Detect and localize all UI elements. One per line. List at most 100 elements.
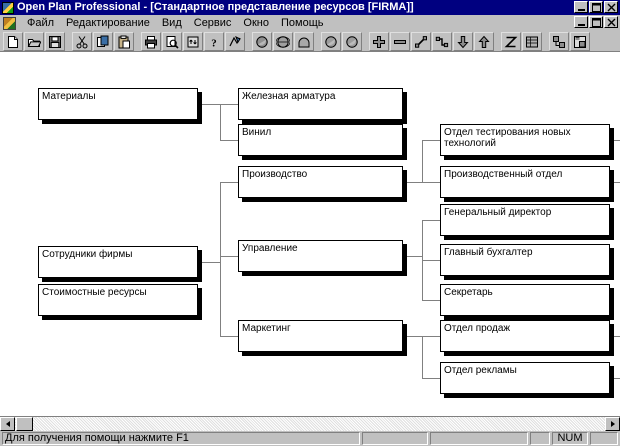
zigzag-icon[interactable]	[501, 32, 521, 51]
diagram-node-label: Отдел рекламы	[444, 365, 517, 376]
fullscreen-icon[interactable]	[570, 32, 590, 51]
diagram-node-label: Сотрудники фирмы	[42, 249, 133, 260]
connector-line	[220, 182, 238, 183]
diagram-node-materials[interactable]: Материалы	[38, 88, 198, 120]
toolbar: ?	[0, 31, 620, 52]
help-icon[interactable]: ?	[204, 32, 224, 51]
connector-line	[422, 140, 423, 182]
diagram-node-vinyl[interactable]: Винил	[238, 124, 403, 156]
diagram-node-costres[interactable]: Стоимостные ресурсы	[38, 284, 198, 316]
close-button[interactable]	[604, 1, 618, 13]
resource-dome-icon[interactable]	[294, 32, 314, 51]
status-panel-2	[362, 432, 428, 445]
connector-line	[610, 336, 620, 337]
diagram-node-accountant[interactable]: Главный бухгалтер	[440, 244, 610, 276]
status-num-indicator: NUM	[552, 432, 588, 445]
status-panel-4	[530, 432, 550, 445]
diagram-node-label: Отдел продаж	[444, 323, 511, 334]
menu-view[interactable]: Вид	[161, 17, 182, 29]
menu-window[interactable]: Окно	[243, 17, 269, 29]
resource-ball1-icon[interactable]	[321, 32, 341, 51]
connector-line	[220, 104, 221, 140]
menu-file[interactable]: Файл	[27, 17, 55, 29]
diagram-node-label: Железная арматура	[242, 91, 336, 102]
connector-line	[220, 140, 238, 141]
diagram-node-label: Главный бухгалтер	[444, 247, 533, 258]
paste-icon[interactable]	[114, 32, 134, 51]
cut-icon[interactable]	[72, 32, 92, 51]
connector-line	[403, 256, 422, 257]
link-icon[interactable]	[411, 32, 431, 51]
remove-icon[interactable]	[390, 32, 410, 51]
layout-icon[interactable]	[549, 32, 569, 51]
sort-icon[interactable]	[183, 32, 203, 51]
diagram-node-staff[interactable]: Сотрудники фирмы	[38, 246, 198, 278]
minimize-button[interactable]	[574, 1, 588, 13]
print-preview-icon[interactable]	[162, 32, 182, 51]
title-bar: Open Plan Professional - [Стандартное пр…	[0, 0, 620, 15]
diagram-node-ceo[interactable]: Генеральный директор	[440, 204, 610, 236]
diagram-node-testdept[interactable]: Отдел тестирования новых технологий	[440, 124, 610, 156]
diagram-node-sales[interactable]: Отдел продаж	[440, 320, 610, 352]
copy-icon[interactable]	[93, 32, 113, 51]
connector-line	[422, 300, 440, 301]
connector-line	[403, 336, 422, 337]
table-icon[interactable]	[522, 32, 542, 51]
diagram-node-label: Управление	[242, 243, 298, 254]
diagram-node-advertising[interactable]: Отдел рекламы	[440, 362, 610, 394]
diagram-node-label: Производственный отдел	[444, 169, 563, 180]
diagram-node-label: Производство	[242, 169, 308, 180]
connector-line	[220, 104, 238, 105]
diagram-node-proddept[interactable]: Производственный отдел	[440, 166, 610, 198]
mdi-restore-button[interactable]	[589, 16, 603, 28]
scroll-left-arrow[interactable]	[0, 417, 15, 431]
resource-circle-icon[interactable]	[252, 32, 272, 51]
resource-ball2-icon[interactable]	[342, 32, 362, 51]
status-hint: Для получения помощи нажмите F1	[2, 432, 360, 445]
diagram-node-management[interactable]: Управление	[238, 240, 403, 272]
open-plan-icon	[2, 1, 14, 14]
connector-line	[610, 378, 620, 379]
restore-button[interactable]	[589, 1, 603, 13]
print-icon[interactable]	[141, 32, 161, 51]
context-help-icon[interactable]	[225, 32, 245, 51]
diagram-node-marketing[interactable]: Маркетинг	[238, 320, 403, 352]
diagram-node-label: Отдел тестирования новых технологий	[444, 127, 571, 149]
resource-globe-icon[interactable]	[273, 32, 293, 51]
diagram-node-production[interactable]: Производство	[238, 166, 403, 198]
open-icon[interactable]	[24, 32, 44, 51]
scrollbar-track[interactable]	[15, 417, 605, 431]
mdi-minimize-button[interactable]	[574, 16, 588, 28]
diagram-node-secretary[interactable]: Секретарь	[440, 284, 610, 316]
status-panel-3	[430, 432, 528, 445]
connector-line	[422, 260, 440, 261]
add-icon[interactable]	[369, 32, 389, 51]
horizontal-scrollbar[interactable]	[0, 416, 620, 431]
status-bar: Для получения помощи нажмите F1 NUM	[0, 431, 620, 446]
connector-line	[422, 336, 423, 378]
promote-icon[interactable]	[474, 32, 494, 51]
scroll-thumb[interactable]	[16, 417, 33, 431]
diagram-node-label: Секретарь	[444, 287, 493, 298]
menu-help[interactable]: Помощь	[280, 17, 324, 29]
document-icon[interactable]	[3, 16, 16, 30]
unlink-icon[interactable]	[432, 32, 452, 51]
diagram-node-label: Винил	[242, 127, 272, 138]
demote-icon[interactable]	[453, 32, 473, 51]
window-controls	[574, 1, 618, 13]
scroll-right-arrow[interactable]	[605, 417, 620, 431]
menu-edit[interactable]: Редактирование	[66, 17, 150, 29]
status-panel-6	[590, 432, 618, 445]
new-icon[interactable]	[3, 32, 23, 51]
mdi-close-button[interactable]	[604, 16, 618, 28]
connector-line	[422, 336, 440, 337]
connector-line	[198, 104, 220, 105]
connector-line	[220, 256, 238, 257]
save-icon[interactable]	[45, 32, 65, 51]
connector-line	[220, 336, 238, 337]
diagram-node-rebar[interactable]: Железная арматура	[238, 88, 403, 120]
window-title: Open Plan Professional - [Стандартное пр…	[17, 1, 414, 13]
menu-tools[interactable]: Сервис	[193, 17, 232, 29]
